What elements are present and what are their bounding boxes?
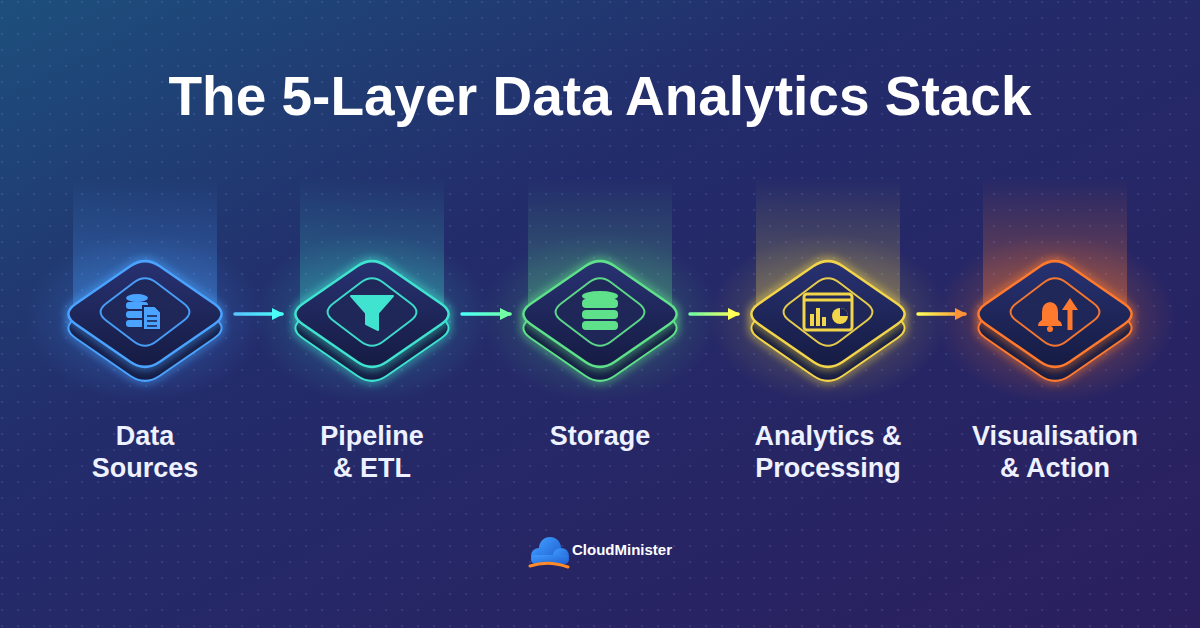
flow-arrow (235, 312, 282, 316)
tile-halos (25, 233, 1175, 403)
layer-icon (804, 294, 852, 330)
tile-halo (25, 233, 265, 403)
tile-halo (480, 233, 720, 403)
layer-icon (351, 296, 393, 330)
icon-part (804, 294, 852, 330)
tile-shape (57, 242, 233, 397)
icon-part (126, 294, 148, 302)
icon-part (1038, 302, 1062, 326)
tile-shape (512, 242, 688, 397)
flow-arrow (918, 312, 965, 316)
icon-part (582, 299, 618, 308)
icon-part (143, 306, 161, 330)
tile-face (751, 261, 904, 367)
icon-part (1068, 308, 1073, 330)
layer-label: Data Sources (75, 420, 215, 484)
icon-part (1047, 326, 1053, 332)
icon-part (147, 325, 157, 327)
layer-tile: Analytics & Processing (740, 242, 916, 397)
tile-glow (751, 261, 904, 367)
tile-face (523, 261, 676, 367)
layer-label: Analytics & Processing (748, 420, 908, 484)
flow-arrow (462, 312, 510, 316)
tile-shape (740, 242, 916, 397)
icon-part (582, 321, 618, 330)
tile-glow (523, 261, 676, 367)
icon-part (822, 317, 826, 326)
layer-icon (582, 291, 618, 330)
icon-part (147, 320, 157, 322)
tile-face (295, 261, 448, 367)
icon-part (582, 310, 618, 319)
icon-part (1062, 298, 1078, 310)
brand-logo (530, 537, 569, 567)
tile-face (978, 261, 1131, 367)
tile-face (68, 261, 221, 367)
icon-part (804, 299, 852, 302)
tile-glow (295, 261, 448, 367)
layer-tile: Storage (512, 242, 688, 397)
icon-part (816, 308, 820, 326)
layer-tile: Visualisation & Action (967, 242, 1143, 397)
icon-plate (101, 278, 190, 346)
layer-icon (1038, 298, 1078, 332)
icon-plate (784, 278, 873, 346)
tile-glow (68, 261, 221, 367)
logo-swoosh (530, 563, 568, 567)
flow-arrow (690, 312, 738, 316)
layer-label: Storage (515, 420, 685, 452)
icon-part (832, 308, 848, 324)
tile-shape (284, 242, 460, 397)
icon-part (810, 314, 814, 326)
icon-part (840, 308, 848, 316)
layer-icon (126, 294, 161, 330)
tile-halo (935, 233, 1175, 403)
tile-halo (252, 233, 492, 403)
title-text: The 5-Layer Data Analytics Stack (0, 66, 1200, 126)
layer-tile: Data Sources (57, 242, 233, 397)
icon-part (351, 296, 393, 330)
brand-name: CloudMinister (572, 541, 672, 558)
tile-halo (708, 233, 948, 403)
tile-shape (967, 242, 1143, 397)
icon-plate (1011, 278, 1100, 346)
icon-plate (328, 278, 417, 346)
icon-plate (556, 278, 645, 346)
layer-label: Visualisation & Action (964, 420, 1146, 484)
tile-glow (978, 261, 1131, 367)
layer-tile: Pipeline & ETL (284, 242, 460, 397)
layer-label: Pipeline & ETL (313, 420, 431, 484)
icon-part (147, 315, 157, 317)
